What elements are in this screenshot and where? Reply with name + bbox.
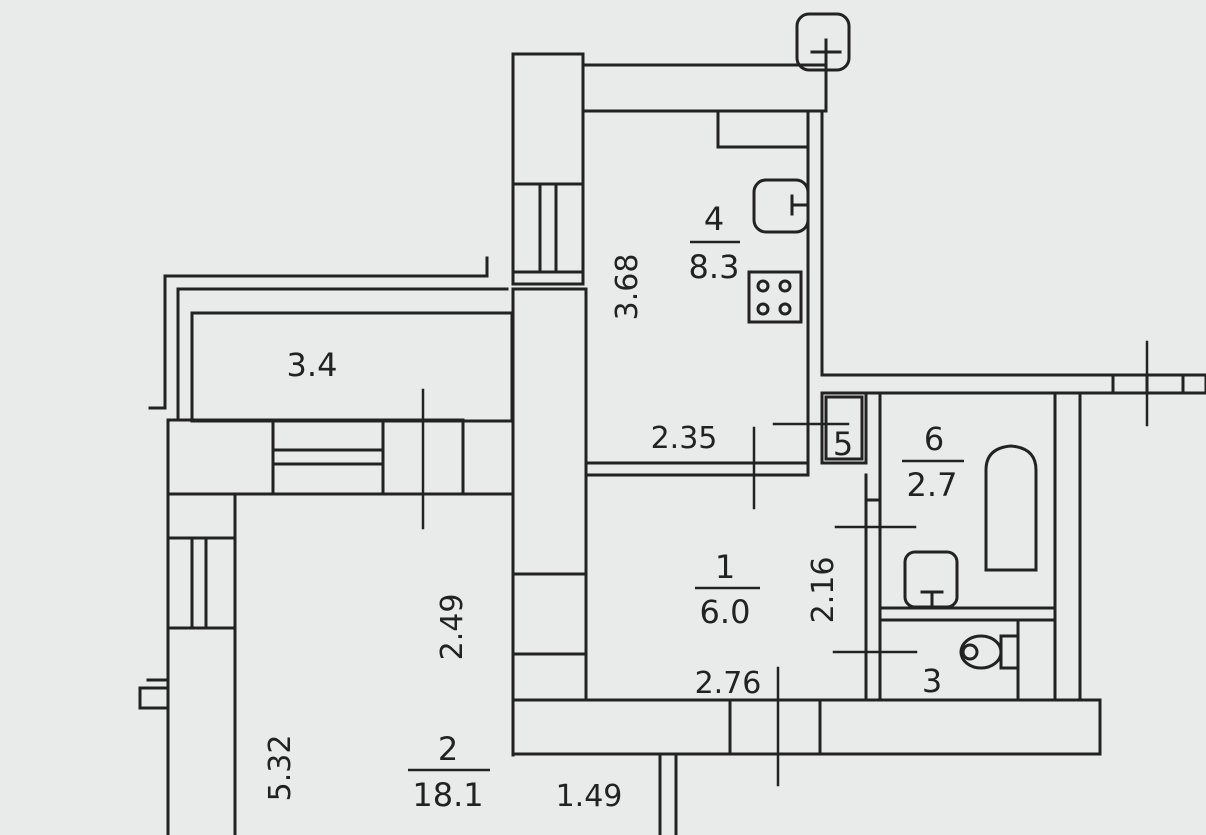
dimension-label-hall-width: 2.76 bbox=[695, 666, 762, 701]
room-1-number: 1 bbox=[715, 548, 735, 586]
room-1-area: 6.0 bbox=[700, 593, 751, 631]
loggia-area: 3.4 bbox=[287, 346, 338, 384]
room-labels: 4 8.3 1 6.0 2 18.1 6 2.7 5 3 3.4 bbox=[287, 200, 964, 814]
room-5-number: 5 bbox=[833, 425, 853, 463]
dimension-label-room2-height: 5.32 bbox=[263, 735, 298, 802]
loggia bbox=[190, 311, 514, 423]
room-4-number: 4 bbox=[704, 200, 724, 238]
fixtures bbox=[716, 12, 1038, 670]
room-6-area: 2.7 bbox=[907, 466, 958, 504]
dimension-ticks bbox=[421, 340, 1149, 787]
room-3-number: 3 bbox=[922, 662, 942, 700]
outer-walls bbox=[138, 52, 1206, 835]
dimension-label-room2-upper: 2.49 bbox=[435, 594, 470, 661]
dimension-label-kitchen-height: 3.68 bbox=[610, 254, 645, 321]
dimension-label-kitchen-width: 2.35 bbox=[651, 421, 718, 456]
windows bbox=[166, 182, 585, 630]
dimension-label-corridor: 1.49 bbox=[556, 779, 623, 814]
room-6-number: 6 bbox=[924, 420, 944, 458]
room-2-number: 2 bbox=[438, 730, 458, 768]
partitions bbox=[166, 287, 1102, 835]
dimension-labels: 3.68 2.35 2.16 2.76 2.49 5.32 1.49 bbox=[263, 254, 841, 814]
bleed-through-text bbox=[120, 40, 820, 110]
dimension-label-hall-height: 2.16 bbox=[806, 557, 841, 624]
room-2-area: 18.1 bbox=[412, 776, 483, 814]
room-4-area: 8.3 bbox=[689, 248, 740, 286]
